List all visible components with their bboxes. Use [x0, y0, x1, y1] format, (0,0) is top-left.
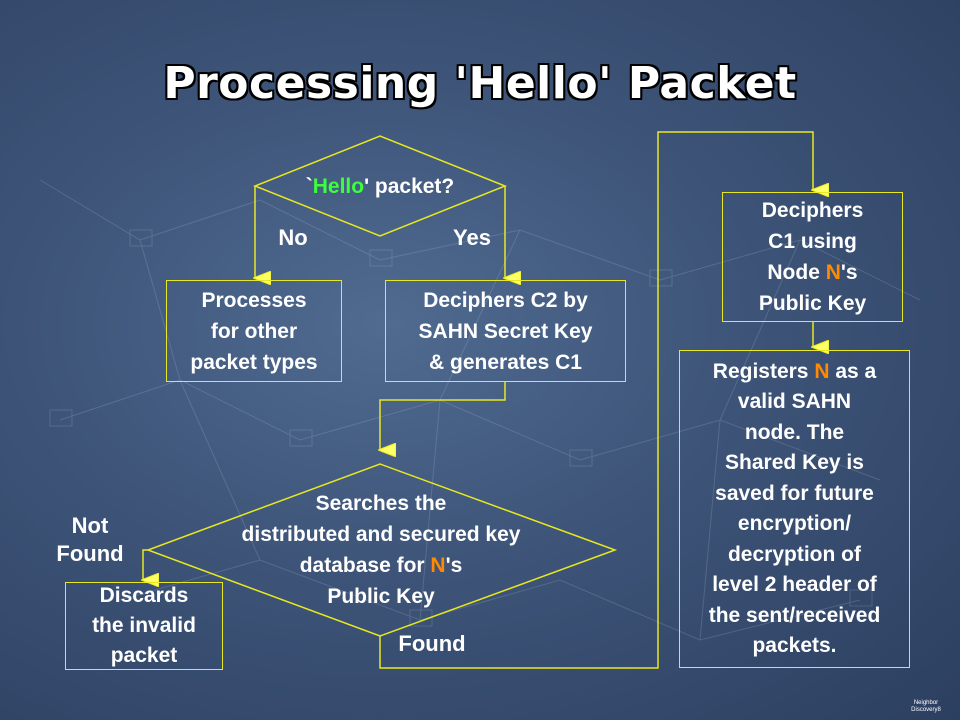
- slide-footer: Neighbor Discovery8: [911, 700, 941, 713]
- search-decision-text: Searches the distributed and secured key…: [241, 492, 521, 608]
- edge-label-yes: Yes: [453, 225, 491, 250]
- processes-other-packets-box: Processes for other packet types: [166, 280, 342, 382]
- decipher-c1-box: Deciphers C1 using Node N's Public Key: [722, 192, 903, 322]
- hello-decision-text: `Hello' packet?: [305, 175, 455, 198]
- c2-to-search-arrow: [380, 382, 506, 450]
- decipher-c2-box: Deciphers C2 by SAHN Secret Key & genera…: [385, 280, 626, 382]
- registers-node-box: Registers N as a valid SAHN node. The Sh…: [679, 350, 910, 668]
- not-found-arrow: [143, 549, 148, 580]
- hello-decision-diamond: [252, 135, 508, 237]
- slide-title: Processing 'Hello' Packet: [163, 58, 797, 109]
- discard-packet-box: Discards the invalid packet: [65, 582, 223, 670]
- edge-label-not-found: Not Found: [56, 513, 124, 566]
- found-path: [379, 131, 813, 669]
- edge-label-no: No: [278, 225, 308, 250]
- edge-label-found: Found: [398, 631, 466, 656]
